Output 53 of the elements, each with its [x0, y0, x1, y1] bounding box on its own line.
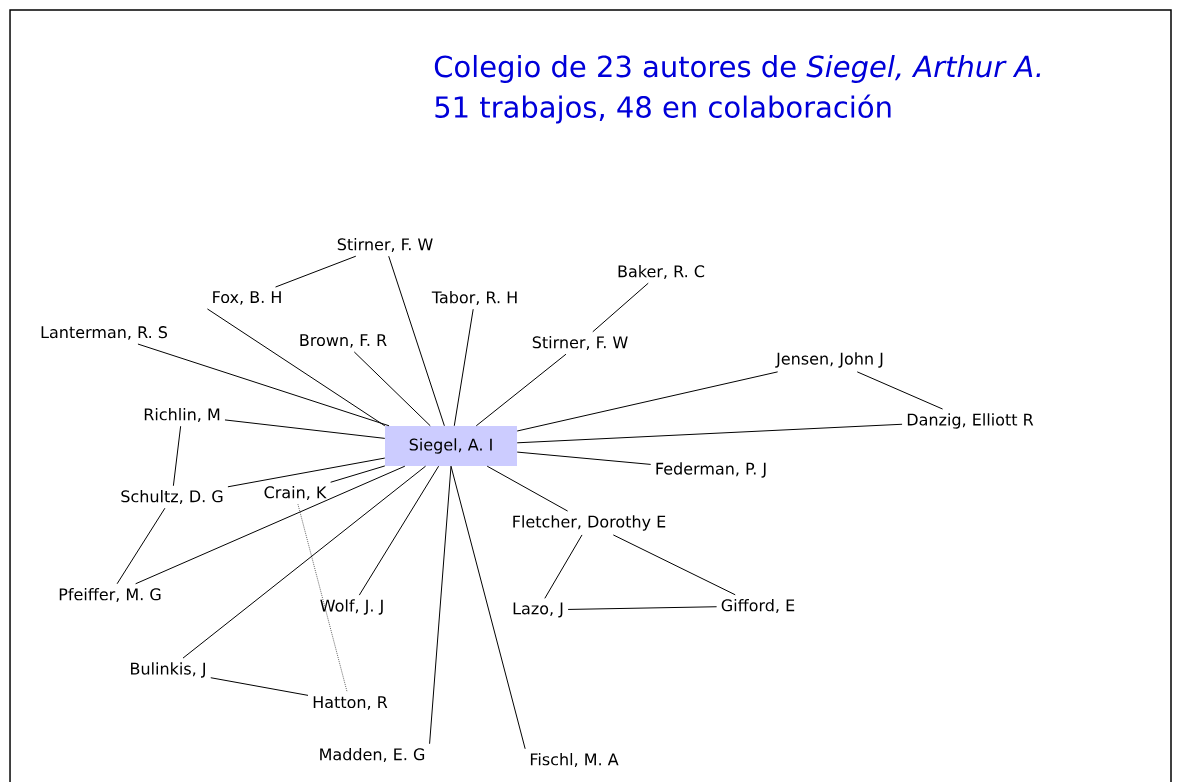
- author-name: Lazo, J: [513, 602, 563, 618]
- connector-line: [353, 351, 431, 427]
- author-name: Pfeiffer, M. G: [59, 588, 161, 602]
- connector-line: [567, 606, 718, 610]
- author-name: Lanterman, R. S: [41, 326, 168, 340]
- connector-line: [450, 465, 526, 750]
- connector-line: [516, 423, 903, 444]
- connector-line: [388, 255, 445, 427]
- author-name: Hatton, R: [313, 696, 388, 710]
- author-name: Danzig, Elliott R: [907, 413, 1034, 429]
- connector-line: [856, 371, 944, 410]
- author-name: Wolf, J. J: [320, 599, 383, 615]
- connector-line: [116, 507, 166, 585]
- author-name: Stirner, F. W: [532, 336, 628, 350]
- connector-line: [206, 308, 386, 427]
- author-name: Brown, F. R: [300, 334, 387, 348]
- author-name: Gifford, E: [721, 599, 795, 613]
- connector-line: [475, 353, 567, 427]
- author-name: Richlin, M: [144, 408, 220, 422]
- connector-line: [297, 503, 348, 693]
- author-name: Stirner, F. W: [337, 238, 433, 252]
- connector-line: [429, 465, 452, 745]
- author-name: Federman, P. J: [656, 462, 766, 478]
- connector-line: [210, 677, 309, 696]
- connector-line: [486, 465, 569, 512]
- author-name: Crain, K: [264, 486, 327, 500]
- author-name: Fischl, M. A: [530, 753, 619, 767]
- connector-line: [612, 534, 736, 596]
- connector-line: [275, 255, 357, 288]
- connector-line: [358, 465, 440, 596]
- author-name: Fox, B. H: [213, 291, 281, 305]
- connector-line: [227, 457, 386, 488]
- title: Colegio de 23 autores de Siegel, Arthur A.: [434, 54, 1041, 84]
- author-name: Tabor, R. H: [431, 291, 517, 305]
- connector-line: [137, 343, 390, 427]
- connector-line: [224, 419, 386, 439]
- author-box: Siegel, A. I: [385, 426, 517, 466]
- author-name: Jensen, John J: [775, 352, 883, 368]
- subtitle: 51 trabajos, 48 en colaboración: [435, 94, 891, 124]
- author-name: Madden, E. G: [320, 748, 425, 762]
- author-name: Baker, R. C: [618, 265, 705, 279]
- connector-line: [544, 534, 583, 599]
- author-name: Fletcher, Dorothy E: [513, 515, 666, 531]
- connector-line: [182, 465, 427, 659]
- connector-line: [592, 282, 649, 333]
- author-name: Schultz, D. G: [121, 490, 223, 504]
- author-name: Bulinkis, J: [131, 662, 205, 678]
- connector-line: [135, 465, 406, 585]
- connector-line: [453, 308, 474, 427]
- connector-line: [516, 451, 652, 465]
- connector-line: [172, 425, 182, 487]
- connector-line: [330, 465, 386, 483]
- connector-line: [516, 371, 779, 432]
